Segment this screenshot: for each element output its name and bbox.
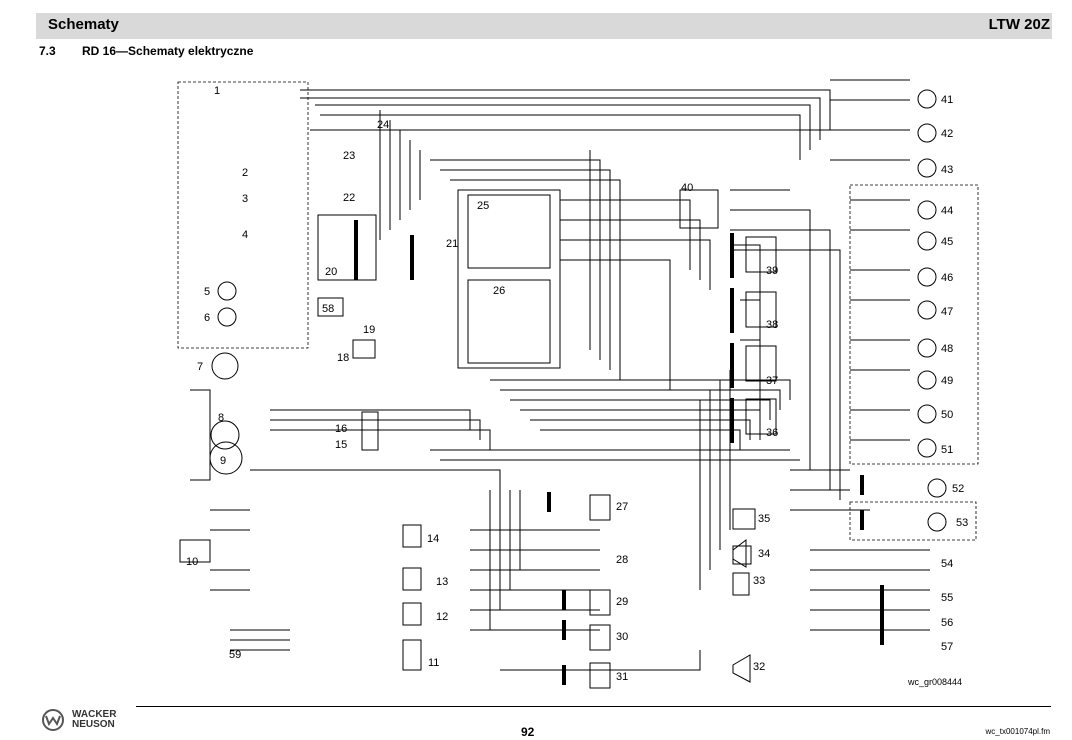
label-46: 46	[941, 272, 953, 284]
label-47: 47	[941, 306, 953, 318]
label-13: 13	[436, 576, 448, 588]
label-16: 16	[335, 423, 347, 435]
label-29: 29	[616, 596, 628, 608]
label-55: 55	[941, 592, 953, 604]
label-44: 44	[941, 205, 953, 217]
label-6: 6	[204, 312, 210, 324]
label-28: 28	[616, 554, 628, 566]
header-band	[36, 13, 1052, 39]
figure-reference: wc_gr008444	[908, 677, 963, 687]
file-reference: wc_tx001074pl.fm	[985, 727, 1050, 736]
label-33: 33	[753, 575, 765, 587]
label-23: 23	[343, 150, 355, 162]
label-22: 22	[343, 192, 355, 204]
label-4: 4	[242, 229, 248, 241]
label-27: 27	[616, 501, 628, 513]
label-31: 31	[616, 671, 628, 683]
label-10: 10	[186, 556, 198, 568]
label-30: 30	[616, 631, 628, 643]
section-number: 7.3	[39, 44, 56, 58]
label-43: 43	[941, 164, 953, 176]
label-57: 57	[941, 641, 953, 653]
label-34: 34	[758, 548, 770, 560]
label-35: 35	[758, 513, 770, 525]
label-39: 39	[766, 265, 778, 277]
brand-logo: WACKER NEUSON	[40, 709, 116, 731]
wacker-neuson-logo-icon	[42, 709, 64, 731]
label-9: 9	[220, 455, 226, 467]
label-41: 41	[941, 94, 953, 106]
label-56: 56	[941, 617, 953, 629]
label-7: 7	[197, 361, 203, 373]
label-51: 51	[941, 444, 953, 456]
label-53: 53	[956, 517, 968, 529]
label-3: 3	[242, 193, 248, 205]
label-52: 52	[952, 483, 964, 495]
label-32: 32	[753, 661, 765, 673]
label-14: 14	[427, 533, 439, 545]
label-50: 50	[941, 409, 953, 421]
brand-line-2: NEUSON	[72, 719, 115, 730]
label-21: 21	[446, 238, 458, 250]
label-8: 8	[218, 412, 224, 424]
label-15: 15	[335, 439, 347, 451]
header-title: Schematy	[48, 16, 119, 33]
label-58: 58	[322, 303, 334, 315]
label-48: 48	[941, 343, 953, 355]
label-59: 59	[229, 649, 241, 661]
label-26: 26	[493, 285, 505, 297]
label-54: 54	[941, 558, 953, 570]
label-24: 24	[377, 119, 389, 131]
section-title: RD 16—Schematy elektryczne	[82, 44, 254, 58]
label-38: 38	[766, 319, 778, 331]
label-12: 12	[436, 611, 448, 623]
label-45: 45	[941, 236, 953, 248]
label-19: 19	[363, 324, 375, 336]
label-36: 36	[766, 427, 778, 439]
label-11: 11	[428, 657, 439, 669]
label-49: 49	[941, 375, 953, 387]
footer-rule	[136, 706, 1051, 707]
label-37: 37	[766, 375, 778, 387]
label-5: 5	[204, 286, 210, 298]
label-25: 25	[477, 200, 489, 212]
label-42: 42	[941, 128, 953, 140]
label-1: 1	[214, 85, 220, 97]
page-number: 92	[521, 725, 535, 739]
wiring-diagram: 1 2 3 4 5 6 7 8 9 10 11 12 13 14 15 16 1…	[177, 79, 979, 689]
label-20: 20	[325, 266, 337, 278]
label-40: 40	[681, 182, 693, 194]
header-model: LTW 20Z	[988, 16, 1050, 33]
label-18: 18	[337, 352, 349, 364]
label-2: 2	[242, 167, 248, 179]
brand-line-1: WACKER	[72, 709, 117, 720]
